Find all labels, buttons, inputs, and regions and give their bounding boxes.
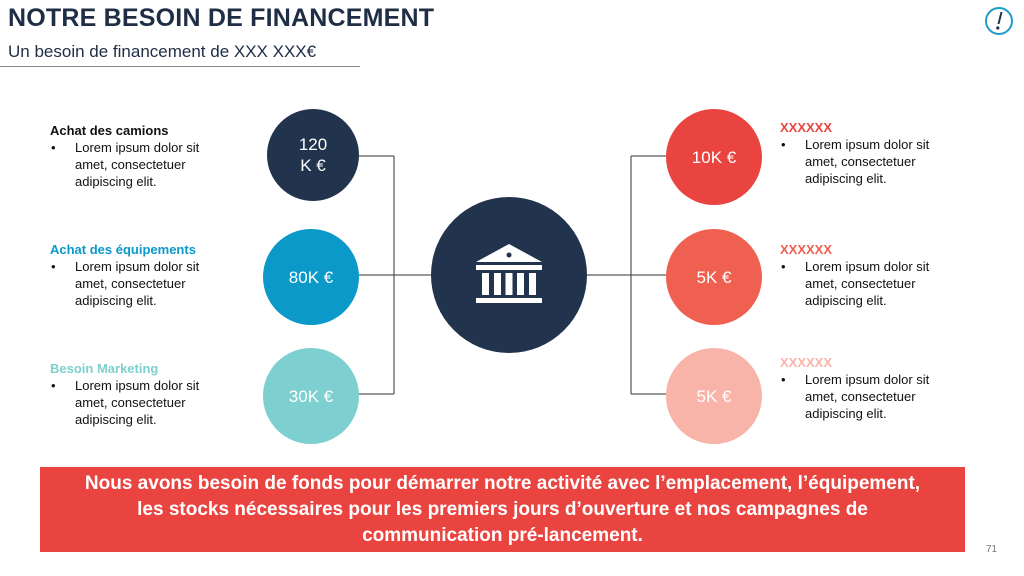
right-bullet-text-3: Lorem ipsum dolor sit amet, consectetuer… [805, 372, 930, 421]
amount-circle-marketing: 30K € [263, 348, 359, 444]
left-block-marketing: Besoin Marketing •Lorem ipsum dolor sit … [50, 360, 230, 428]
left-bullet-equipements: •Lorem ipsum dolor sit amet, consectetue… [51, 259, 200, 308]
left-heading-marketing: Besoin Marketing [50, 361, 159, 376]
amount-circle-right-2: 5K € [666, 229, 762, 325]
left-block-camions: Achat des camions •Lorem ipsum dolor sit… [50, 122, 230, 190]
summary-banner: Nous avons besoin de fonds pour démarrer… [40, 467, 965, 552]
left-bullet-text-equipements: Lorem ipsum dolor sit amet, consectetuer… [75, 259, 200, 308]
right-bullet-3: •Lorem ipsum dolor sit amet, consectetue… [781, 372, 930, 421]
left-block-equipements: Achat des équipements •Lorem ipsum dolor… [50, 241, 230, 309]
left-bullet-marketing: •Lorem ipsum dolor sit amet, consectetue… [51, 378, 200, 427]
exclamation-logo-icon [985, 7, 1013, 35]
amount-circle-right-1: 10K € [666, 109, 762, 205]
right-bullet-text-1: Lorem ipsum dolor sit amet, consectetuer… [805, 137, 930, 186]
left-bullet-text-camions: Lorem ipsum dolor sit amet, consectetuer… [75, 140, 200, 189]
right-bullet-text-2: Lorem ipsum dolor sit amet, consectetuer… [805, 259, 930, 308]
right-bullet-1: •Lorem ipsum dolor sit amet, consectetue… [781, 137, 930, 186]
left-heading-equipements: Achat des équipements [50, 242, 196, 257]
right-heading-3: XXXXXX [780, 355, 833, 370]
center-circle [431, 197, 587, 353]
summary-banner-text: Nous avons besoin de fonds pour démarrer… [84, 472, 921, 546]
page-number: 71 [986, 544, 998, 555]
left-bullet-text-marketing: Lorem ipsum dolor sit amet, consectetuer… [75, 378, 200, 427]
amount-circle-equipements: 80K € [263, 229, 359, 325]
amount-circle-camions: 120 K € [267, 109, 359, 201]
amount-circle-right-3: 5K € [666, 348, 762, 444]
page-subtitle: Un besoin de financement de XXX XXX€ [8, 42, 317, 61]
left-heading-camions: Achat des camions [50, 123, 169, 138]
left-bullet-camions: •Lorem ipsum dolor sit amet, consectetue… [51, 140, 200, 189]
right-heading-1: XXXXXX [780, 120, 833, 135]
right-bullet-2: •Lorem ipsum dolor sit amet, consectetue… [781, 259, 930, 308]
right-block-2: XXXXXX •Lorem ipsum dolor sit amet, cons… [780, 241, 960, 309]
subtitle-underline [0, 66, 360, 67]
bank-icon [476, 244, 542, 303]
right-block-1: XXXXXX •Lorem ipsum dolor sit amet, cons… [780, 119, 960, 187]
page-title: NOTRE BESOIN DE FINANCEMENT [8, 4, 435, 32]
right-block-3: XXXXXX •Lorem ipsum dolor sit amet, cons… [780, 354, 960, 422]
right-heading-2: XXXXXX [780, 242, 833, 257]
